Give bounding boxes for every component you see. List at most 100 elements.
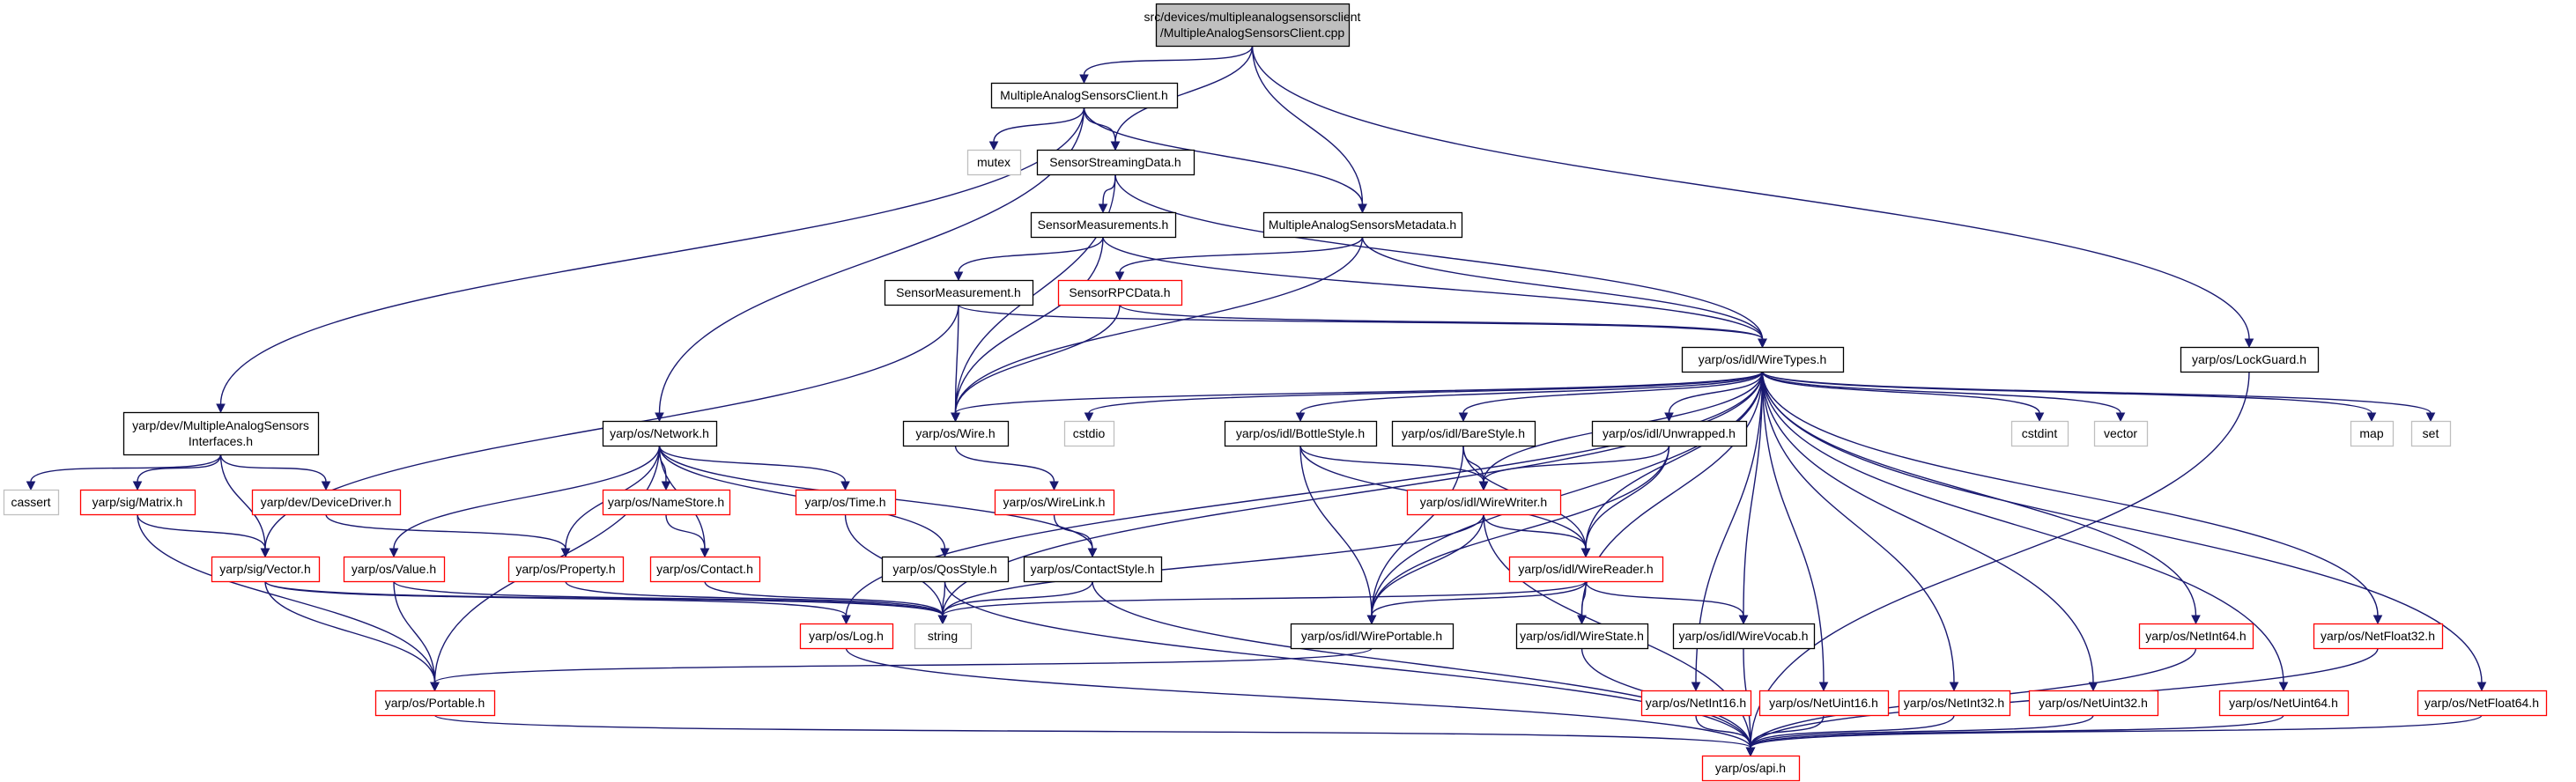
edge-masc_h-to-ssd_h — [1083, 107, 1121, 151]
node-netfloat32_h[interactable]: yarp/os/NetFloat32.h — [2313, 623, 2444, 650]
node-label: yarp/os/idl/WireTypes.h — [1699, 352, 1827, 366]
node-log_h[interactable]: yarp/os/Log.h — [799, 623, 894, 650]
node-wire_h[interactable]: yarp/os/Wire.h — [902, 420, 1010, 447]
node-box — [881, 556, 1010, 583]
node-label: yarp/os/idl/WireVocab.h — [1678, 629, 1808, 643]
node-sm_h[interactable]: SensorMeasurement.h — [884, 279, 1034, 306]
edge-wiretypes_h-to-vector — [1761, 371, 2126, 423]
edge-wirereader_h-to-string — [937, 580, 1587, 625]
node-unwrapped_h[interactable]: yarp/os/idl/Unwrapped.h — [1591, 420, 1748, 447]
node-bottlestyle_h[interactable]: yarp/os/idl/BottleStyle.h — [1224, 420, 1378, 447]
node-namestore_h[interactable]: yarp/os/NameStore.h — [602, 489, 731, 516]
node-label: yarp/os/idl/BottleStyle.h — [1236, 426, 1365, 440]
node-box — [799, 623, 894, 650]
node-srpc_h[interactable]: SensorRPCData.h — [1057, 279, 1183, 306]
edge-wiretypes_h-to-wirereader_h — [1580, 371, 1764, 558]
edge-wiretypes_h-to-cstdio — [1084, 371, 1764, 423]
node-box — [1391, 420, 1536, 447]
node-sigvector_h[interactable]: yarp/sig/Vector.h — [211, 556, 321, 583]
edge-masm_h-to-srpc_h — [1114, 236, 1364, 282]
node-masm_h[interactable]: MultipleAnalogSensorsMetadata.h — [1262, 211, 1463, 239]
node-box — [251, 489, 402, 516]
node-box — [1591, 420, 1748, 447]
node-box — [994, 489, 1115, 516]
node-barestyle_h[interactable]: yarp/os/idl/BareStyle.h — [1391, 420, 1536, 447]
node-label: MultipleAnalogSensorsClient.h — [1000, 88, 1168, 102]
node-wirelink_h[interactable]: yarp/os/WireLink.h — [994, 489, 1115, 516]
node-box — [79, 489, 196, 516]
node-wirevocab_h[interactable]: yarp/os/idl/WireVocab.h — [1672, 623, 1816, 650]
node-wireportable_h[interactable]: yarp/os/idl/WirePortable.h — [1290, 623, 1455, 650]
node-contactstyle_h[interactable]: yarp/os/ContactStyle.h — [1023, 556, 1163, 583]
node-label: src/devices/multipleanalogsensorsclient — [1144, 10, 1361, 24]
node-cstdio[interactable]: cstdio — [1063, 420, 1115, 447]
edge-wiretypes_h-to-wirevocab_h — [1738, 371, 1764, 625]
node-label: yarp/os/NetUint32.h — [2039, 696, 2148, 710]
edge-wiretypes_h-to-netfloat32_h — [1761, 371, 2383, 625]
node-netfloat64_h[interactable]: yarp/os/NetFloat64.h — [2417, 690, 2548, 717]
node-label: cstdint — [2022, 426, 2058, 440]
node-string[interactable]: string — [914, 623, 973, 650]
node-contact_h[interactable]: yarp/os/Contact.h — [649, 556, 761, 583]
node-lockguard_h[interactable]: yarp/os/LockGuard.h — [2180, 346, 2320, 373]
node-label: yarp/os/idl/Unwrapped.h — [1603, 426, 1736, 440]
node-netint32_h[interactable]: yarp/os/NetInt32.h — [1898, 690, 2011, 717]
node-qosstyle_h[interactable]: yarp/os/QosStyle.h — [881, 556, 1010, 583]
node-time_h[interactable]: yarp/os/Time.h — [795, 489, 897, 516]
node-devicedriver_h[interactable]: yarp/dev/DeviceDriver.h — [251, 489, 402, 516]
node-matrix_h[interactable]: yarp/sig/Matrix.h — [79, 489, 196, 516]
node-cstdint[interactable]: cstdint — [2010, 420, 2069, 447]
node-box — [374, 690, 496, 717]
node-box — [2417, 690, 2548, 717]
node-set[interactable]: set — [2410, 420, 2452, 447]
node-box — [3, 489, 60, 516]
node-box — [884, 279, 1034, 306]
node-ssd_h[interactable]: SensorStreamingData.h — [1036, 149, 1195, 176]
edge-sigvector_h-to-portable_h — [264, 580, 440, 692]
edge-root-to-masc_h — [1079, 45, 1254, 85]
edge-sigvector_h-to-log_h — [264, 580, 851, 625]
node-mutex[interactable]: mutex — [966, 149, 1022, 176]
node-masc_h[interactable]: MultipleAnalogSensorsClient.h — [990, 82, 1179, 109]
node-box — [1155, 3, 1351, 48]
node-netint64_h[interactable]: yarp/os/NetInt64.h — [2138, 623, 2254, 650]
node-network_h[interactable]: yarp/os/Network.h — [602, 420, 718, 447]
node-label: yarp/os/Contact.h — [656, 562, 753, 576]
node-label: yarp/os/api.h — [1715, 761, 1786, 775]
node-label: yarp/os/NetInt64.h — [2145, 629, 2246, 643]
node-label: map — [2359, 426, 2383, 440]
node-property_h[interactable]: yarp/os/Property.h — [507, 556, 625, 583]
node-label: yarp/os/WireLink.h — [1003, 495, 1106, 509]
node-box — [914, 623, 973, 650]
node-wiretypes_h[interactable]: yarp/os/idl/WireTypes.h — [1681, 346, 1845, 373]
node-wirestate_h[interactable]: yarp/os/idl/WireState.h — [1515, 623, 1649, 650]
node-map[interactable]: map — [2350, 420, 2395, 447]
node-label: yarp/os/Wire.h — [915, 426, 995, 440]
node-api_h[interactable]: yarp/os/api.h — [1701, 755, 1801, 782]
node-netuint32_h[interactable]: yarp/os/NetUint32.h — [2028, 690, 2159, 717]
node-wirewriter_h[interactable]: yarp/os/idl/WireWriter.h — [1406, 489, 1562, 516]
node-box — [2093, 420, 2149, 447]
node-portable_h[interactable]: yarp/os/Portable.h — [374, 690, 496, 717]
node-masi_h[interactable]: yarp/dev/MultipleAnalogSensorsInterfaces… — [122, 411, 320, 456]
node-cassert[interactable]: cassert — [3, 489, 60, 516]
node-box — [1672, 623, 1816, 650]
node-netuint64_h[interactable]: yarp/os/NetUint64.h — [2218, 690, 2350, 717]
edge-wiretypes_h-to-wire_h — [951, 371, 1764, 423]
edge-wirewriter_h-to-wireportable_h — [1366, 513, 1484, 625]
node-value_h[interactable]: yarp/os/Value.h — [343, 556, 446, 583]
edge-matrix_h-to-portable_h — [137, 513, 440, 692]
node-netint16_h[interactable]: yarp/os/NetInt16.h — [1640, 690, 1752, 717]
node-label: yarp/os/idl/BareStyle.h — [1402, 426, 1525, 440]
node-box — [795, 489, 897, 516]
node-wirereader_h[interactable]: yarp/os/idl/WireReader.h — [1508, 556, 1664, 583]
edge-devicedriver_h-to-property_h — [325, 513, 571, 558]
node-sms_h[interactable]: SensorMeasurements.h — [1030, 211, 1177, 239]
node-box — [1681, 346, 1845, 373]
node-vector[interactable]: vector — [2093, 420, 2149, 447]
edge-wiretypes_h-to-netint32_h — [1761, 371, 1959, 692]
node-root[interactable]: src/devices/multipleanalogsensorsclient/… — [1144, 3, 1361, 48]
node-netuint16_h[interactable]: yarp/os/NetUint16.h — [1758, 690, 1890, 717]
edge-wiretypes_h-to-set — [1761, 371, 2436, 423]
node-box — [990, 82, 1179, 109]
